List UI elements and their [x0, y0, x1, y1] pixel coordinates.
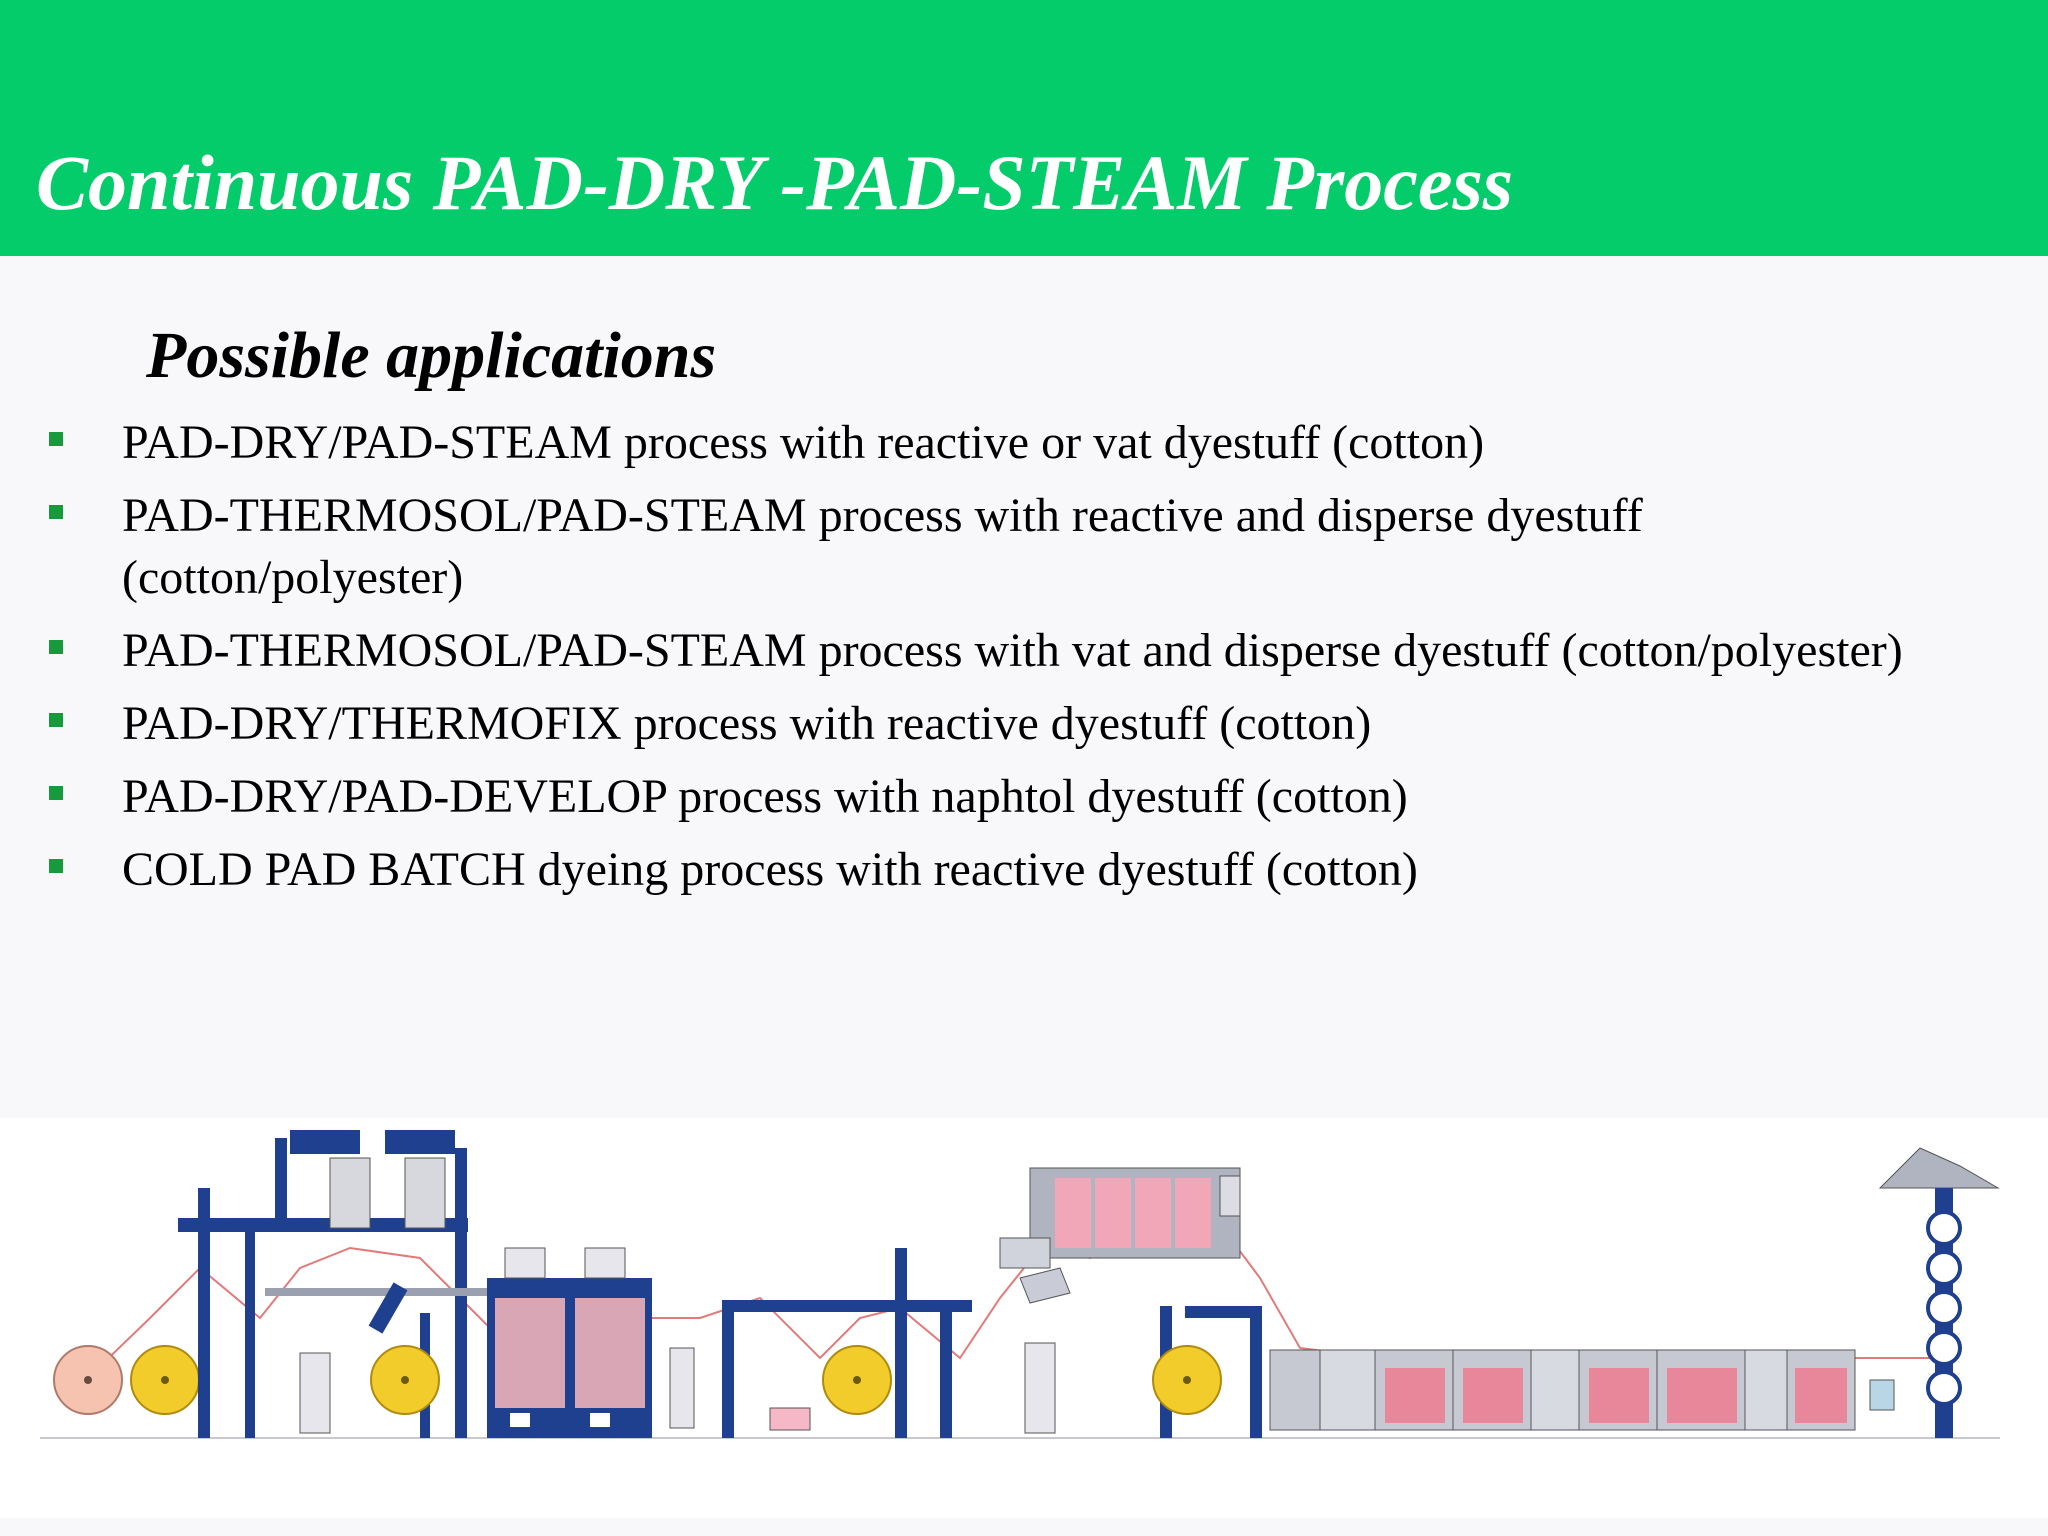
washing-chamber [1385, 1368, 1445, 1423]
machine-frame [368, 1282, 408, 1334]
square-bullet-icon [49, 786, 63, 800]
drying-stack-roof [1878, 1147, 2000, 1189]
machine-frame [245, 1218, 255, 1438]
machine-frame [1250, 1306, 1262, 1438]
list-item: PAD-DRY/PAD-DEVELOP process with naphtol… [0, 766, 2048, 828]
square-bullet-icon [49, 432, 63, 446]
drying-cylinder [1926, 1290, 1962, 1326]
roll-hub [853, 1376, 861, 1384]
chemical-tank [299, 1352, 331, 1434]
list-item-text: PAD-DRY/PAD-STEAM process with reactive … [122, 416, 1485, 469]
list-item: PAD-DRY/THERMOFIX process with reactive … [0, 693, 2048, 755]
machine-frame [722, 1300, 734, 1438]
dyeing-range-diagram [40, 1130, 2000, 1439]
machine-frame [895, 1248, 907, 1438]
list-item-text: PAD-THERMOSOL/PAD-STEAM process with rea… [122, 489, 1643, 604]
list-item: PAD-THERMOSOL/PAD-STEAM process with vat… [0, 620, 2048, 682]
washing-box [1269, 1349, 1321, 1431]
list-item-text: PAD-THERMOSOL/PAD-STEAM process with vat… [122, 624, 1903, 677]
applications-list: PAD-DRY/PAD-STEAM process with reactive … [0, 412, 2048, 912]
steamer-chamber [1095, 1178, 1131, 1248]
slide-title: Continuous PAD-DRY -PAD-STEAM Process [36, 139, 1514, 226]
list-item: PAD-DRY/PAD-STEAM process with reactive … [0, 412, 2048, 474]
roll-hub [84, 1376, 92, 1384]
machine-frame [275, 1138, 287, 1218]
machine-frame [198, 1188, 210, 1438]
drying-cylinder [1926, 1370, 1962, 1406]
washing-box [1744, 1349, 1788, 1431]
dryer-chamber [575, 1298, 645, 1408]
steamer-chamber [1175, 1178, 1211, 1248]
steamer-chamber [1055, 1178, 1091, 1248]
washing-chamber [1795, 1368, 1847, 1423]
square-bullet-icon [49, 505, 63, 519]
padder-head [290, 1130, 360, 1154]
control-box [1869, 1379, 1895, 1411]
list-item-text: PAD-DRY/PAD-DEVELOP process with naphtol… [122, 770, 1408, 823]
list-item: COLD PAD BATCH dyeing process with react… [0, 839, 2048, 901]
roll-hub [161, 1376, 169, 1384]
roll-hub [1183, 1376, 1191, 1384]
machine-beam [722, 1300, 972, 1312]
square-bullet-icon [49, 859, 63, 873]
roll-hub [401, 1376, 409, 1384]
chemical-tank [669, 1347, 695, 1429]
dryer-chamber [495, 1298, 565, 1408]
platform [265, 1288, 495, 1296]
washing-chamber [1463, 1368, 1523, 1423]
padder-trough [769, 1407, 811, 1431]
square-bullet-icon [49, 640, 63, 654]
padder-head [385, 1130, 455, 1154]
padder-trough [329, 1157, 371, 1229]
washing-box [1530, 1349, 1580, 1431]
list-item: PAD-THERMOSOL/PAD-STEAM process with rea… [0, 485, 2048, 609]
machine-beam [1185, 1306, 1260, 1318]
washing-chamber [1589, 1368, 1649, 1423]
dryer-door [590, 1413, 610, 1427]
drying-cylinder [1926, 1210, 1962, 1246]
machine-line-illustration [0, 1118, 2048, 1518]
steamer-chamber [1135, 1178, 1171, 1248]
washing-box [1319, 1349, 1376, 1431]
list-item-text: COLD PAD BATCH dyeing process with react… [122, 843, 1418, 896]
subheading-possible-applications: Possible applications [146, 319, 717, 392]
feed-unit [999, 1237, 1051, 1269]
square-bullet-icon [49, 713, 63, 727]
machine-frame [940, 1300, 952, 1438]
drying-cylinder [1926, 1250, 1962, 1286]
hood [1019, 1267, 1071, 1304]
drying-cylinder [1926, 1330, 1962, 1366]
padder-trough [404, 1157, 446, 1229]
dryer-fan [584, 1247, 626, 1279]
chemical-tank [1024, 1342, 1056, 1434]
washing-chamber [1667, 1368, 1737, 1423]
list-item-text: PAD-DRY/THERMOFIX process with reactive … [122, 697, 1372, 750]
dryer-fan [504, 1247, 546, 1279]
steamer-panel [1219, 1175, 1241, 1217]
header-bar: Continuous PAD-DRY -PAD-STEAM Process [0, 0, 2048, 256]
dryer-door [510, 1413, 530, 1427]
